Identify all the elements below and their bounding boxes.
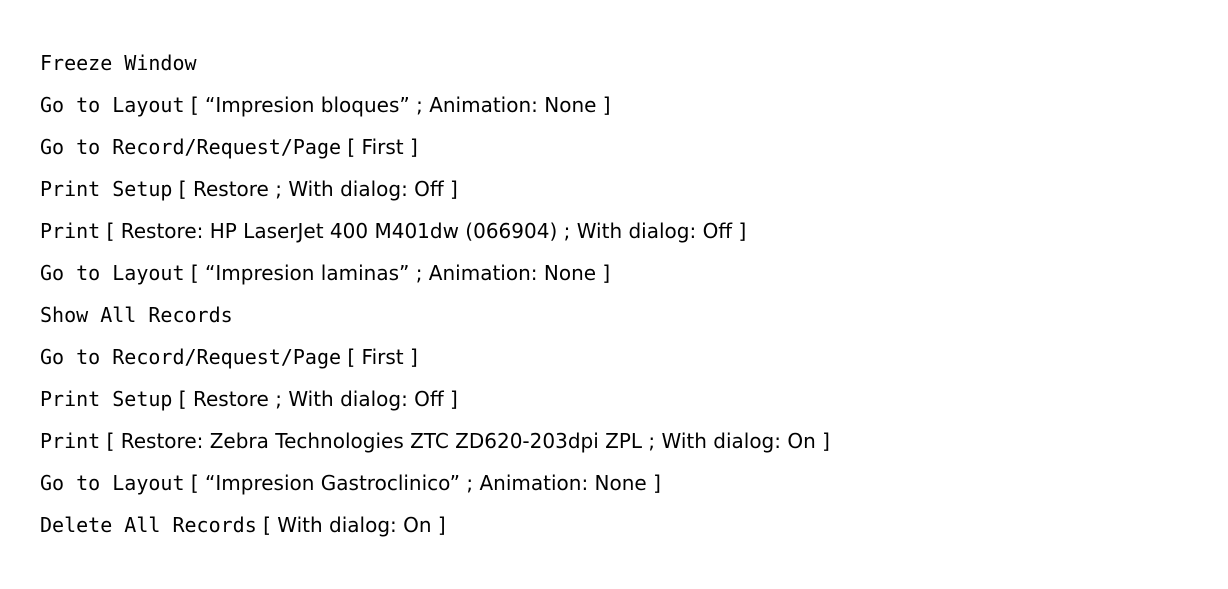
step-name: Show All Records: [40, 303, 233, 327]
step-name: Print: [40, 429, 101, 453]
script-step-delete-all-records[interactable]: Delete All Records [ With dialog: On ]: [20, 462, 446, 537]
script-step-go-to-layout[interactable]: Go to Layout [ “Impresion laminas” ; Ani…: [20, 210, 610, 285]
script-step-go-to-record[interactable]: Go to Record/Request/Page [ First ]: [20, 84, 418, 159]
script-step-show-all-records[interactable]: Show All Records: [20, 252, 233, 327]
step-params: [ Restore ; With dialog: Off ]: [172, 387, 458, 411]
step-params: [ Restore ; With dialog: Off ]: [172, 177, 458, 201]
step-name: Go to Layout: [40, 93, 185, 117]
step-params: [ “Impresion Gastroclinico” ; Animation:…: [184, 471, 661, 495]
script-step-go-to-record[interactable]: Go to Record/Request/Page [ First ]: [20, 294, 418, 369]
step-name: Go to Layout: [40, 261, 185, 285]
script-step-print-setup[interactable]: Print Setup [ Restore ; With dialog: Off…: [20, 336, 458, 411]
step-params: [ First ]: [341, 345, 418, 369]
step-params: [ First ]: [341, 135, 418, 159]
script-step-print-setup[interactable]: Print Setup [ Restore ; With dialog: Off…: [20, 126, 458, 201]
step-params: [ “Impresion laminas” ; Animation: None …: [184, 261, 611, 285]
step-params: [ Restore: Zebra Technologies ZTC ZD620-…: [100, 429, 830, 453]
step-params: [ “Impresion bloques” ; Animation: None …: [184, 93, 611, 117]
script-step-go-to-layout[interactable]: Go to Layout [ “Impresion bloques” ; Ani…: [20, 42, 611, 117]
script-step-freeze-window[interactable]: Freeze Window: [20, 0, 197, 75]
script-step-go-to-layout[interactable]: Go to Layout [ “Impresion Gastroclinico”…: [20, 420, 661, 495]
script-step-print[interactable]: Print [ Restore: Zebra Technologies ZTC …: [20, 378, 830, 453]
step-name: Print Setup: [40, 387, 173, 411]
step-params: [ Restore: HP LaserJet 400 M401dw (06690…: [100, 219, 747, 243]
step-name: Delete All Records: [40, 513, 257, 537]
step-name: Print Setup: [40, 177, 173, 201]
step-name: Print: [40, 219, 101, 243]
script-workspace: Freeze Window Go to Layout [ “Impresion …: [20, 0, 830, 537]
step-name: Go to Record/Request/Page: [40, 345, 342, 369]
step-params: [ With dialog: On ]: [256, 513, 446, 537]
step-name: Freeze Window: [40, 51, 197, 75]
step-name: Go to Layout: [40, 471, 185, 495]
step-name: Go to Record/Request/Page: [40, 135, 342, 159]
script-step-print[interactable]: Print [ Restore: HP LaserJet 400 M401dw …: [20, 168, 746, 243]
